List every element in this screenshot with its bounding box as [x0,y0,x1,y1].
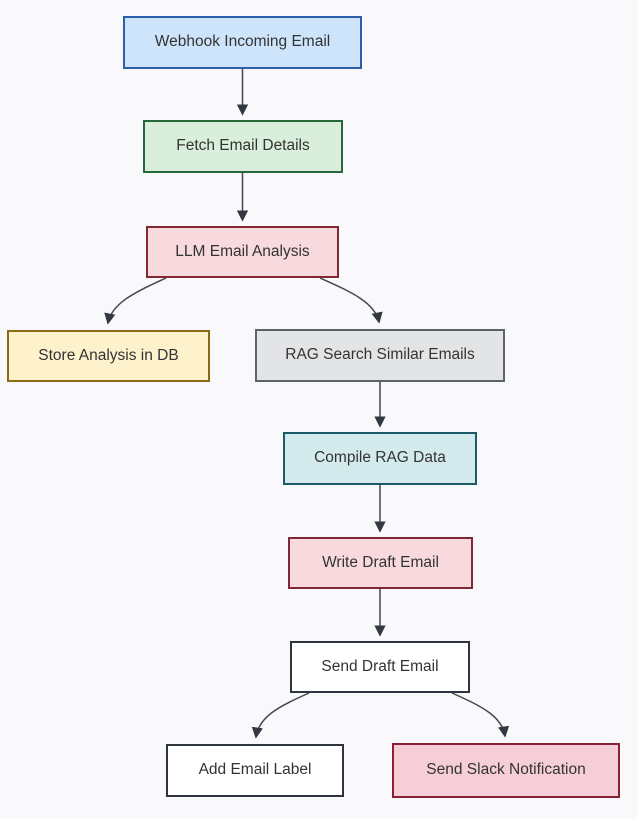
node-fetch-email-details: Fetch Email Details [143,120,343,173]
node-send-slack-notification: Send Slack Notification [392,743,620,798]
node-store-analysis-in-db: Store Analysis in DB [7,330,210,382]
edge-senddraft-to-slack [451,692,510,738]
node-compile-rag-data: Compile RAG Data [283,432,477,485]
node-write-draft-email: Write Draft Email [288,537,473,589]
node-webhook-incoming-email: Webhook Incoming Email [123,16,362,69]
node-add-email-label: Add Email Label [166,744,344,797]
edge-llm-to-rag [319,277,383,324]
node-rag-search-similar-emails: RAG Search Similar Emails [255,329,505,382]
edge-senddraft-to-addlabel [251,692,310,739]
node-send-draft-email: Send Draft Email [290,641,470,693]
edge-llm-to-store [104,277,167,325]
node-llm-email-analysis: LLM Email Analysis [146,226,339,278]
